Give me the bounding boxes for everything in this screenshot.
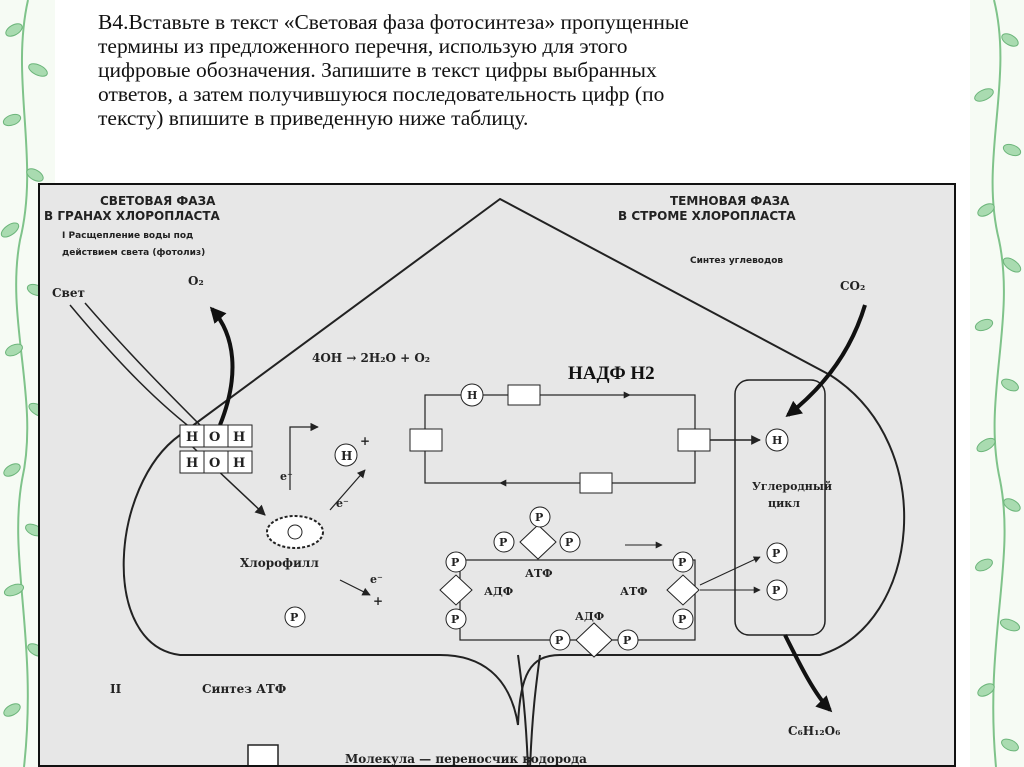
photosynthesis-diagram: СВЕТОВАЯ ФАЗА В ГРАНАХ ХЛОРОПЛАСТА I Рас…: [38, 183, 956, 767]
light-ray: [69, 304, 201, 436]
svg-text:H: H: [467, 389, 477, 402]
photolysis-reaction: 4OH → 2H₂O + O₂: [312, 351, 430, 365]
svg-text:P: P: [499, 536, 507, 549]
light-phase-title-2: В ГРАНАХ ХЛОРОПЛАСТА: [44, 209, 221, 223]
svg-text:O: O: [209, 430, 220, 445]
svg-text:H: H: [186, 430, 198, 445]
svg-text:АТФ: АТФ: [525, 567, 553, 580]
svg-text:P: P: [451, 613, 459, 626]
section-1-line-2: действием света (фотолиз): [62, 248, 205, 258]
chlorophyll-label: Хлорофилл: [240, 556, 319, 570]
svg-text:P: P: [555, 634, 563, 647]
svg-text:P: P: [772, 584, 780, 597]
svg-text:H: H: [341, 449, 352, 463]
legend-text: Молекула — переносчик водорода: [345, 752, 587, 766]
task-text: В4.Вставьте в текст «Световая фаза фотос…: [98, 10, 689, 130]
svg-text:АДФ: АДФ: [575, 610, 604, 623]
section-2-label: II: [110, 682, 122, 696]
carb-synthesis-label: Синтез углеводов: [690, 256, 783, 266]
section-1-line-1: I Расщепление воды под: [62, 231, 193, 241]
svg-text:H: H: [233, 430, 245, 445]
legend-box-icon: [247, 744, 279, 765]
svg-text:H: H: [233, 456, 245, 471]
chloroplast-outline: [122, 197, 906, 726]
leaf-stem: [517, 654, 529, 765]
svg-text:P: P: [535, 511, 543, 524]
carbon-cycle-label-2: цикл: [768, 497, 800, 510]
right-vine-decoration: [974, 0, 1022, 767]
nadph-label: НАДФ Н2: [568, 363, 655, 384]
nadph-cycle: [424, 394, 696, 484]
svg-text:P: P: [623, 634, 631, 647]
electron-label: e⁻: [280, 470, 293, 483]
svg-text:+: +: [373, 594, 383, 608]
svg-text:АДФ: АДФ: [484, 585, 513, 598]
o2-label: O₂: [188, 274, 204, 288]
svg-text:+: +: [360, 434, 370, 448]
carbon-cycle-box: [734, 379, 826, 636]
svg-text:e⁻: e⁻: [370, 573, 383, 586]
chlorophyll-icon: [266, 515, 324, 549]
svg-text:O: O: [209, 456, 220, 471]
svg-text:АТФ: АТФ: [620, 585, 648, 598]
svg-text:P: P: [565, 536, 573, 549]
svg-text:H: H: [772, 434, 782, 447]
svg-text:P: P: [451, 556, 459, 569]
dark-phase-title-2: В СТРОМЕ ХЛОРОПЛАСТА: [618, 209, 796, 223]
light-label: Свет: [52, 286, 85, 300]
atp-synthesis-label: Синтез АТФ: [202, 682, 286, 696]
light-phase-title-1: СВЕТОВАЯ ФАЗА: [100, 194, 216, 208]
svg-text:P: P: [678, 556, 686, 569]
atp-adp-cycle: P P P P P P P P P АТФ АДФ АТФ АДФ: [439, 506, 761, 658]
glucose-label: C₆H₁₂O₆: [788, 724, 840, 738]
svg-text:H: H: [186, 456, 198, 471]
dark-phase-title-1: ТЕМНОВАЯ ФАЗА: [670, 194, 790, 208]
svg-text:P: P: [772, 547, 780, 560]
co2-label: CO₂: [840, 279, 865, 293]
co2-arrow: [785, 304, 867, 417]
svg-text:P: P: [678, 613, 686, 626]
o2-arrow: [209, 306, 235, 426]
svg-text:P: P: [290, 611, 298, 624]
carbon-cycle-label-1: Углеродный: [752, 480, 832, 493]
phosphate-free: [284, 606, 306, 628]
glucose-arrow: [783, 634, 833, 713]
h-ion-circle: [334, 443, 358, 467]
svg-text:e⁻: e⁻: [336, 497, 349, 510]
water-molecules: H O H H O H: [179, 424, 253, 474]
